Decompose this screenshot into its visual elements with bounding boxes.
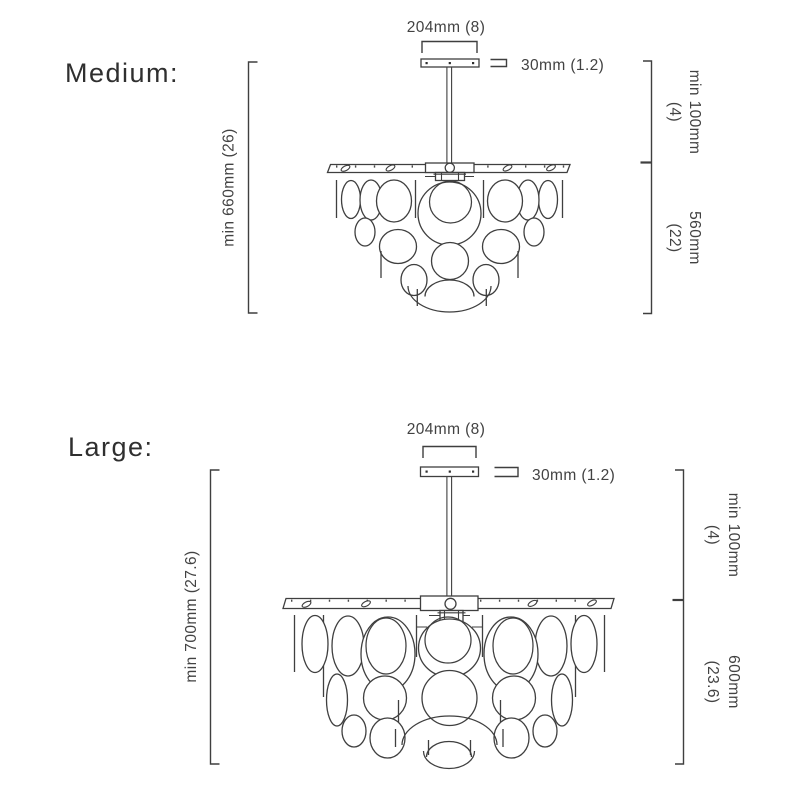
top-plate bbox=[326, 162, 571, 174]
canopy-thickness-dimension-large: 30mm (1.2) bbox=[494, 466, 615, 484]
body-height-label: 560mm bbox=[686, 211, 703, 265]
overall-bracket bbox=[247, 61, 258, 314]
canopy-thickness-dimension: 30mm (1.2) bbox=[490, 57, 604, 74]
overall-height-label: min 660mm (26) bbox=[221, 128, 238, 246]
medium-section: Medium: 204mm (8) 30mm (1.2) min 660mm (… bbox=[65, 19, 703, 315]
ceiling-canopy bbox=[420, 58, 480, 68]
glass-discs-tier-1 bbox=[293, 614, 606, 697]
top-plate bbox=[282, 595, 615, 612]
suspension-rod-large bbox=[446, 476, 453, 598]
width-bracket bbox=[421, 40, 478, 53]
body-height-alt-label: (23.6) bbox=[704, 661, 721, 704]
thickness-bracket bbox=[490, 58, 508, 68]
suspension-min-label: min 100mm bbox=[725, 493, 742, 578]
chandelier-large bbox=[282, 595, 615, 770]
glass-discs-tier-2 bbox=[354, 217, 545, 281]
canopy-width-dimension: 204mm (8) bbox=[407, 19, 486, 53]
right-dimensions: min 100mm (4) 560mm (22) bbox=[640, 60, 703, 315]
canopy-thickness-label: 30mm (1.2) bbox=[532, 467, 615, 484]
canopy-thickness-label: 30mm (1.2) bbox=[521, 57, 604, 74]
section-label-medium: Medium: bbox=[65, 58, 179, 88]
suspension-min-alt-label: (4) bbox=[666, 102, 683, 122]
body-height-alt-label: (22) bbox=[666, 223, 683, 252]
glass-discs-tier-1 bbox=[335, 179, 564, 246]
suspension-rod bbox=[446, 67, 453, 165]
right-dimensions-large: min 100mm (4) 600mm (23.6) bbox=[672, 469, 742, 765]
section-label-large: Large: bbox=[68, 432, 154, 462]
glass-discs-tier-3 bbox=[341, 714, 558, 770]
canopy-width-dimension-large: 204mm (8) bbox=[407, 421, 486, 458]
overall-bracket bbox=[209, 469, 220, 765]
overall-height-label: min 700mm (27.6) bbox=[183, 550, 200, 682]
overall-height-dimension-large: min 700mm (27.6) bbox=[183, 469, 220, 765]
ceiling-canopy-large bbox=[419, 466, 480, 478]
width-bracket bbox=[422, 445, 477, 458]
thickness-bracket bbox=[494, 466, 519, 478]
chandelier-medium bbox=[326, 162, 571, 313]
overall-height-dimension: min 660mm (26) bbox=[221, 61, 258, 314]
glass-discs-tier-3 bbox=[400, 263, 500, 313]
hub bbox=[425, 171, 474, 182]
body-height-label: 600mm bbox=[725, 655, 742, 709]
bottom-dome-arc bbox=[424, 279, 475, 297]
large-section: Large: 204mm (8) 30mm (1.2) min 700mm (2… bbox=[68, 421, 742, 770]
split-bracket bbox=[675, 469, 685, 765]
bottom-dome-arc bbox=[401, 715, 498, 746]
bottom-rim-arc bbox=[422, 750, 476, 770]
suspension-min-alt-label: (4) bbox=[704, 525, 721, 545]
canopy-width-label: 204mm (8) bbox=[407, 421, 486, 438]
bottom-inner-dome-arc bbox=[425, 740, 473, 758]
split-bracket bbox=[643, 60, 653, 315]
canopy-width-label: 204mm (8) bbox=[407, 19, 486, 36]
bottom-rim-arc bbox=[407, 285, 492, 313]
suspension-min-label: min 100mm bbox=[686, 70, 703, 155]
